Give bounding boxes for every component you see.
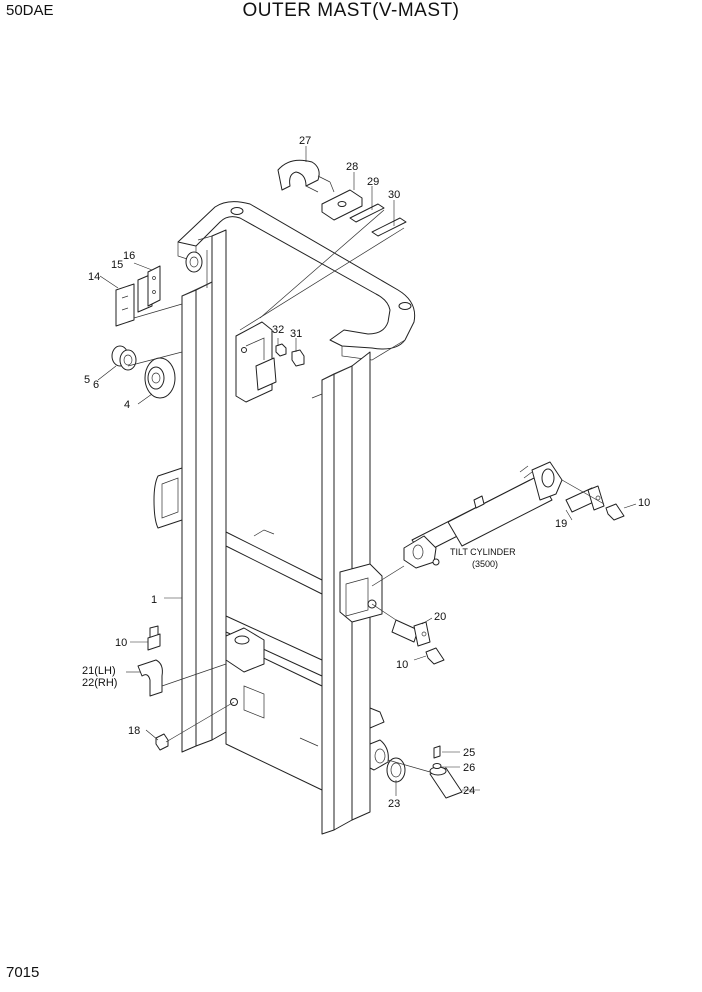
callout-19: 19 — [555, 518, 567, 530]
tilt-cylinder — [403, 461, 563, 569]
callout-27: 27 — [299, 135, 311, 147]
callout-4: 4 — [124, 399, 130, 411]
part-10-bolt-c — [147, 625, 161, 651]
callout-20: 20 — [434, 611, 446, 623]
callout-28: 28 — [346, 161, 358, 173]
part-21-22-bracket — [137, 659, 163, 697]
callout-1: 1 — [151, 594, 157, 606]
part-14-bracket — [115, 283, 135, 327]
part-25-bolt — [433, 745, 441, 759]
part-15-16-plates — [137, 265, 161, 313]
part-29-plate — [349, 203, 385, 223]
callout-10-right: 10 — [638, 497, 650, 509]
callout-10-middle: 10 — [396, 659, 408, 671]
callout-25: 25 — [463, 747, 475, 759]
chain-bracket — [235, 321, 277, 403]
part-30-plate — [371, 217, 407, 237]
callout-labels: 27 28 29 30 16 15 14 32 31 5 6 4 10 19 1… — [82, 135, 650, 810]
outer-mast-assembly — [153, 201, 416, 835]
part-19-pin — [565, 485, 605, 513]
part-10-bolt-a — [605, 503, 625, 521]
callout-32: 32 — [272, 324, 284, 336]
part-32-nut — [275, 343, 287, 357]
callout-23: 23 — [388, 798, 400, 810]
page-title: OUTER MAST(V-MAST) — [242, 0, 460, 21]
roller-stud — [185, 251, 203, 273]
callout-5: 5 — [84, 374, 90, 386]
part-23-bushing — [386, 757, 406, 783]
callout-15: 15 — [111, 259, 123, 271]
part-5-6-washers — [111, 345, 137, 371]
part-31-nut — [291, 349, 305, 367]
callout-6: 6 — [93, 379, 99, 391]
part-18-plug — [155, 733, 169, 751]
part-24-pin — [429, 766, 463, 799]
callout-22: 22(RH) — [82, 677, 117, 689]
callout-26: 26 — [463, 762, 475, 774]
page-number: 7015 — [6, 964, 40, 981]
callout-29: 29 — [367, 176, 379, 188]
callout-14: 14 — [88, 271, 100, 283]
callout-31: 31 — [290, 328, 302, 340]
part-20-pin — [391, 619, 431, 647]
callout-24: 24 — [463, 785, 475, 797]
callout-10-left: 10 — [115, 637, 127, 649]
tilt-cylinder-spec: (3500) — [472, 559, 498, 569]
tilt-cylinder-label: TILT CYLINDER — [450, 547, 516, 557]
part-10-bolt-b — [425, 647, 445, 665]
part-4-bearing — [144, 357, 176, 399]
part-26-washer — [432, 763, 442, 769]
part-28-block — [321, 189, 363, 221]
callout-21: 21(LH) — [82, 665, 116, 677]
callout-18: 18 — [128, 725, 140, 737]
part-27-clamp — [277, 159, 331, 193]
callout-16: 16 — [123, 250, 135, 262]
model-code: 50DAE — [6, 2, 54, 19]
callout-30: 30 — [388, 189, 400, 201]
leader-lines — [97, 146, 637, 796]
